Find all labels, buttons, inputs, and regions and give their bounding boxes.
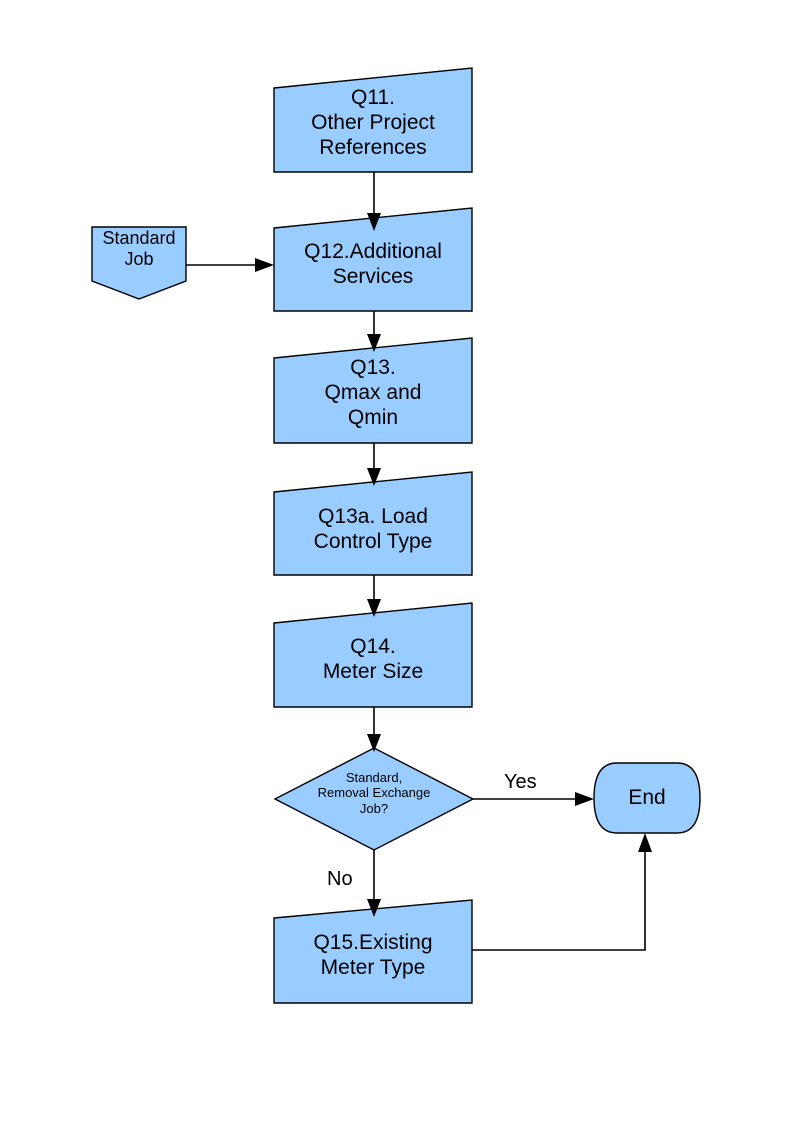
edge-label-no: No [327,868,353,890]
edge-q13a-to-q14-arrowhead [367,599,381,617]
edge-q15-to-end [472,848,646,951]
node-q13-shape[interactable] [273,337,473,444]
edge-q11-to-q12-arrowhead [367,213,381,231]
node-standard-job-shape[interactable] [91,226,187,300]
node-q11-shape[interactable] [273,67,473,173]
edge-q14-to-decision-arrowhead [367,734,381,752]
node-decision-shape[interactable] [273,747,475,851]
node-q12-shape[interactable] [273,207,473,312]
node-end-shape[interactable] [593,762,701,834]
edge-standard-job-to-q12-arrowhead [255,258,274,272]
node-q15-shape[interactable] [273,899,473,1004]
edge-label-yes: Yes [504,771,537,793]
node-q13a-shape[interactable] [273,471,473,576]
node-q14-shape[interactable] [273,602,473,708]
edge-q15-to-end-arrowhead [638,833,652,852]
edge-decision-to-q15-arrowhead [367,899,381,917]
edge-decision-to-end-arrowhead [575,792,594,806]
edge-q13-to-q13a-arrowhead [367,468,381,486]
edge-q12-to-q13-arrowhead [367,334,381,352]
